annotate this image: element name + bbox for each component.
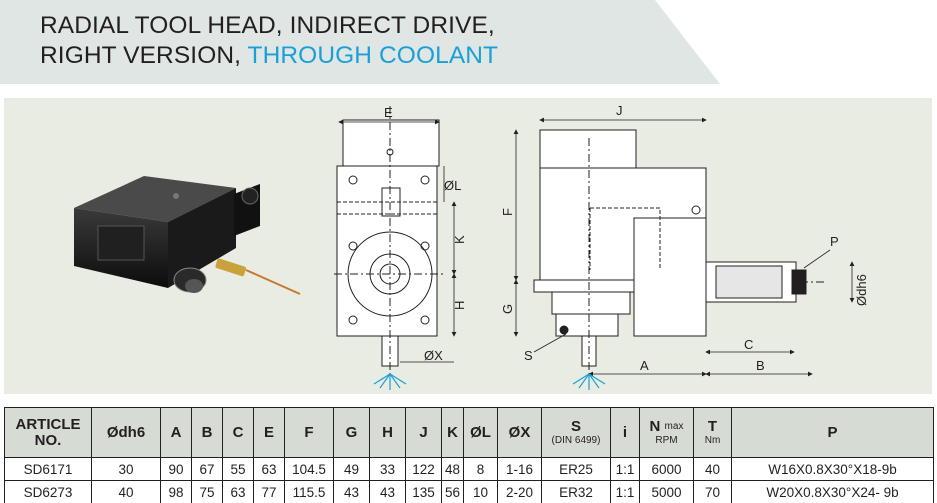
front-view-dimensions [338, 119, 457, 363]
header-G: G [333, 407, 370, 458]
cell-A: 98 [160, 480, 192, 503]
cell-article: SD6171 [4, 457, 92, 481]
cell-J: 122 [405, 457, 442, 481]
label-A: A [640, 358, 649, 373]
label-F: F [500, 208, 515, 216]
cell-article: SD6273 [4, 480, 92, 503]
label-K: K [452, 235, 467, 244]
label-S: S [524, 348, 533, 363]
label-E: E [384, 105, 393, 120]
label-G: G [500, 304, 515, 314]
header-dh6: Ødh6 [91, 407, 161, 458]
drawing-panel: E ØL K H ØX [4, 98, 932, 394]
header-L: ØL [463, 407, 498, 458]
label-L: ØL [444, 178, 461, 193]
label-B: B [756, 358, 765, 373]
cell-H: 43 [369, 480, 406, 503]
cell-K: 48 [441, 457, 464, 481]
cell-P: W20X0.8X30°X24- 9b [731, 480, 934, 503]
cell-X: 2-20 [497, 480, 542, 503]
header-C: C [222, 407, 254, 458]
title-line-2-dark: RIGHT VERSION, [40, 42, 242, 69]
cell-B: 67 [191, 457, 223, 481]
header-J: J [405, 407, 442, 458]
cell-C: 63 [222, 480, 254, 503]
cell-T: 70 [693, 480, 732, 503]
header-X: ØX [497, 407, 542, 458]
table-row: SD6273 40 98 75 63 77 115.5 43 43 135 56… [4, 480, 934, 503]
coolant-spray-side [572, 373, 606, 390]
cell-F: 104.5 [284, 457, 334, 481]
cell-G: 43 [333, 480, 370, 503]
cell-i: 1:1 [610, 457, 640, 481]
cell-L: 8 [463, 457, 498, 481]
cell-dh6: 30 [91, 457, 161, 481]
label-C: C [744, 337, 753, 352]
cell-E: 63 [253, 457, 285, 481]
header-B: B [191, 407, 223, 458]
title-line-2: RIGHT VERSION, THROUGH COOLANT [40, 42, 498, 70]
cell-i: 1:1 [610, 480, 640, 503]
header-A: A [160, 407, 192, 458]
header-F: F [284, 407, 334, 458]
cell-dh6: 40 [91, 480, 161, 503]
cell-S: ER25 [541, 457, 611, 481]
label-dh6: Ødh6 [854, 274, 869, 306]
side-view-dimensions [513, 117, 855, 377]
cell-C: 55 [222, 457, 254, 481]
front-view [334, 106, 446, 380]
cell-H: 33 [369, 457, 406, 481]
label-P: P [830, 234, 839, 249]
cell-N: 5000 [639, 480, 694, 503]
cell-J: 135 [405, 480, 442, 503]
header-K: K [441, 407, 464, 458]
label-X: ØX [424, 348, 443, 363]
technical-drawing: E ØL K H ØX [74, 103, 869, 390]
title-line-2-accent: THROUGH COOLANT [247, 42, 499, 69]
title-line-1: RADIAL TOOL HEAD, INDIRECT DRIVE, [40, 12, 495, 39]
tool-head-photo [74, 176, 301, 295]
cell-T: 40 [693, 457, 732, 481]
label-H: H [452, 301, 467, 310]
cell-K: 56 [441, 480, 464, 503]
header-H: H [369, 407, 406, 458]
cell-S: ER32 [541, 480, 611, 503]
side-view [533, 129, 824, 382]
header-S: S(DIN 6499) [541, 407, 611, 458]
cell-P: W16X0.8X30°X18-9b [731, 457, 934, 481]
header-P: P [731, 407, 934, 458]
label-J: J [616, 103, 623, 118]
title-band [0, 0, 720, 84]
cell-L: 10 [463, 480, 498, 503]
header-E: E [253, 407, 285, 458]
cell-X: 1-16 [497, 457, 542, 481]
header-i: i [610, 407, 640, 458]
cell-G: 49 [333, 457, 370, 481]
cell-N: 6000 [639, 457, 694, 481]
table-row: SD6171 30 90 67 55 63 104.5 49 33 122 48… [4, 457, 934, 481]
cell-B: 75 [191, 480, 223, 503]
cell-E: 77 [253, 480, 285, 503]
cell-F: 115.5 [284, 480, 334, 503]
cell-A: 90 [160, 457, 192, 481]
coolant-spray-front [373, 373, 407, 390]
